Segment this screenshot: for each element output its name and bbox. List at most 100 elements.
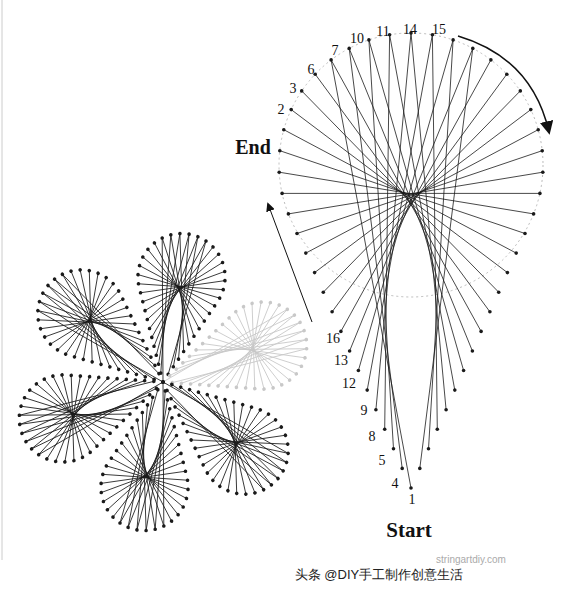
nail — [213, 304, 217, 308]
nail — [211, 245, 215, 249]
nail — [17, 422, 22, 427]
nail — [427, 447, 431, 451]
nail — [451, 38, 455, 42]
nail — [145, 403, 149, 407]
nail — [87, 268, 92, 273]
nail — [196, 390, 201, 395]
nail — [281, 468, 286, 473]
nail — [300, 89, 304, 93]
string-lines — [148, 290, 319, 423]
nail — [152, 241, 156, 245]
nail — [418, 467, 422, 471]
nail-number: 8 — [369, 430, 376, 444]
nail — [220, 322, 225, 327]
nail — [120, 441, 124, 445]
nail — [214, 395, 219, 400]
nail — [277, 170, 281, 174]
petal — [277, 31, 544, 490]
nail — [135, 528, 139, 532]
nail — [532, 212, 536, 216]
string-lines — [279, 33, 543, 488]
nail — [188, 382, 193, 387]
nail — [181, 460, 185, 464]
nail — [221, 288, 225, 292]
nail — [283, 433, 288, 438]
nail — [104, 275, 109, 280]
string-lines — [20, 252, 191, 415]
nail — [488, 310, 492, 314]
nail — [161, 380, 165, 384]
nail — [192, 334, 196, 338]
nail — [90, 359, 95, 364]
nail — [27, 388, 32, 393]
nail-number: 13 — [334, 354, 348, 368]
nail — [96, 375, 101, 380]
nail — [202, 319, 206, 323]
nail — [197, 382, 202, 387]
nail — [193, 446, 198, 451]
nail — [153, 527, 157, 531]
nail — [126, 525, 130, 529]
nail — [48, 342, 53, 347]
nail — [178, 231, 182, 235]
nail — [279, 424, 284, 429]
nail — [45, 283, 50, 288]
nail — [134, 405, 139, 410]
nail — [101, 472, 105, 476]
nail — [367, 38, 371, 42]
nail — [241, 304, 246, 309]
nail — [69, 373, 74, 378]
nail — [116, 367, 121, 372]
nail — [284, 460, 289, 465]
nail — [223, 269, 227, 273]
nail — [161, 380, 165, 384]
nail — [147, 326, 151, 330]
nail — [99, 490, 103, 494]
nail — [289, 108, 293, 112]
nail — [111, 281, 116, 286]
nail — [273, 417, 278, 422]
nail — [81, 357, 86, 362]
nail — [177, 442, 181, 446]
nail — [278, 149, 282, 153]
nail — [304, 346, 309, 351]
nail — [196, 235, 200, 239]
nail — [42, 334, 47, 339]
nail — [262, 387, 267, 392]
nail — [60, 373, 65, 378]
nail — [101, 499, 105, 503]
nail — [115, 376, 120, 381]
nail — [471, 349, 475, 353]
nail — [35, 308, 40, 313]
nail — [169, 382, 174, 387]
nail — [268, 300, 273, 305]
nail — [187, 354, 192, 359]
nail — [140, 410, 144, 414]
nail — [136, 330, 141, 335]
nail — [207, 335, 212, 340]
nail — [125, 433, 129, 437]
petal — [133, 346, 309, 514]
nail — [128, 313, 133, 318]
nail — [143, 309, 147, 313]
nail — [182, 349, 186, 353]
nail — [505, 72, 509, 76]
nail — [130, 426, 134, 430]
nail — [218, 296, 222, 300]
nail — [144, 346, 149, 351]
nail — [120, 297, 125, 302]
nail — [136, 282, 140, 286]
nail — [118, 521, 122, 525]
nail — [538, 192, 542, 196]
nail — [95, 444, 100, 449]
nail — [101, 437, 106, 442]
nail-number: 2 — [278, 103, 285, 117]
nail — [108, 431, 113, 436]
nail — [125, 369, 130, 374]
nail — [514, 251, 518, 255]
nail — [132, 321, 137, 326]
nail — [357, 369, 361, 373]
nail — [173, 404, 178, 409]
nail — [214, 328, 219, 333]
